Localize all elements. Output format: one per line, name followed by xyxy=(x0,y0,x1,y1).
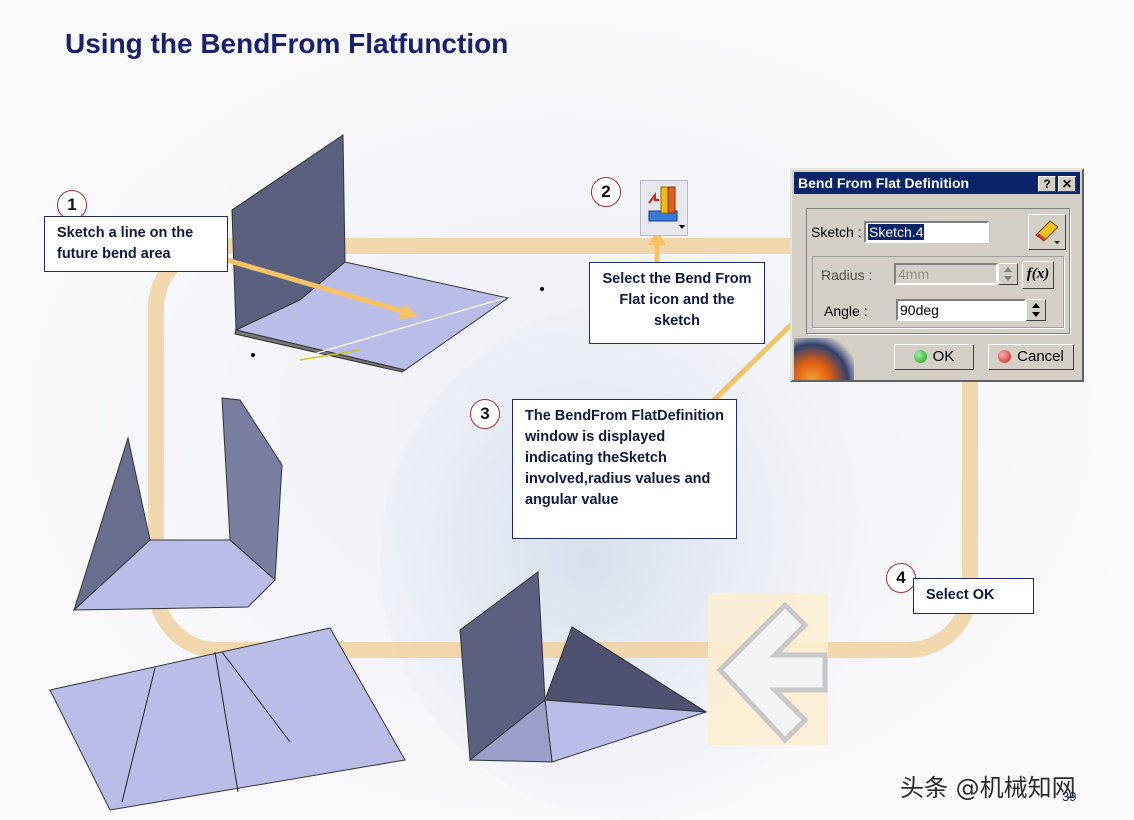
radius-field: 4mm xyxy=(894,263,998,285)
angle-field[interactable]: 90deg xyxy=(896,299,1026,321)
dialog-decoration xyxy=(794,338,854,380)
angle-label: Angle : xyxy=(824,303,868,319)
cancel-icon xyxy=(998,350,1012,363)
dialog-title: Bend From Flat Definition xyxy=(798,175,970,191)
slide-title: Using the BendFrom Flatfunction xyxy=(65,28,509,59)
sketch-value: Sketch.4 xyxy=(868,224,925,240)
step-3-circle: 3 xyxy=(470,399,500,429)
sketch-label: Sketch : xyxy=(811,224,862,240)
step-3-callout: The BendFrom FlatDefinition window is di… xyxy=(512,399,737,539)
part-l-bracket-sketch xyxy=(231,134,544,373)
cancel-label: Cancel xyxy=(1017,348,1064,365)
parameters-group xyxy=(806,208,1070,334)
step-4-circle: 4 xyxy=(886,563,916,593)
close-button[interactable]: ✕ xyxy=(1058,176,1076,192)
radius-angle-group xyxy=(812,256,1064,328)
ok-icon xyxy=(913,350,927,363)
sketch-field[interactable]: Sketch.4 xyxy=(864,221,989,243)
step-1-circle: 1 xyxy=(57,190,87,220)
sketch-button[interactable] xyxy=(1028,214,1066,250)
bend-from-flat-dialog: Bend From Flat Definition ? ✕ Sketch : S… xyxy=(790,168,1084,382)
ok-label: OK xyxy=(932,348,955,365)
part-u-channel xyxy=(72,397,283,612)
step-2-callout: Select the Bend From Flat icon and the s… xyxy=(589,262,765,344)
help-button[interactable]: ? xyxy=(1038,176,1056,192)
step-1-callout: Sketch a line on the future bend area xyxy=(44,216,228,272)
part-flat-sheet xyxy=(49,627,406,811)
bend-from-flat-icon[interactable] xyxy=(640,180,688,236)
step-2-circle: 2 xyxy=(591,177,621,207)
part-bent-bracket xyxy=(459,571,708,763)
ok-button[interactable]: OK xyxy=(894,344,974,370)
page-number: 39 xyxy=(1062,789,1077,804)
eraser-sketch-icon xyxy=(1035,220,1060,244)
cancel-button[interactable]: Cancel xyxy=(988,344,1074,370)
radius-label: Radius : xyxy=(821,267,873,283)
angle-spinner[interactable] xyxy=(1026,299,1046,321)
cycle-arrow-left xyxy=(708,593,828,745)
formula-button[interactable]: f(x) xyxy=(1022,261,1054,289)
watermark: 头条 @机械知网 xyxy=(900,774,1076,802)
radius-spinner xyxy=(998,263,1018,285)
dialog-titlebar[interactable]: Bend From Flat Definition ? ✕ xyxy=(794,172,1080,194)
step-4-callout: Select OK xyxy=(913,578,1034,614)
